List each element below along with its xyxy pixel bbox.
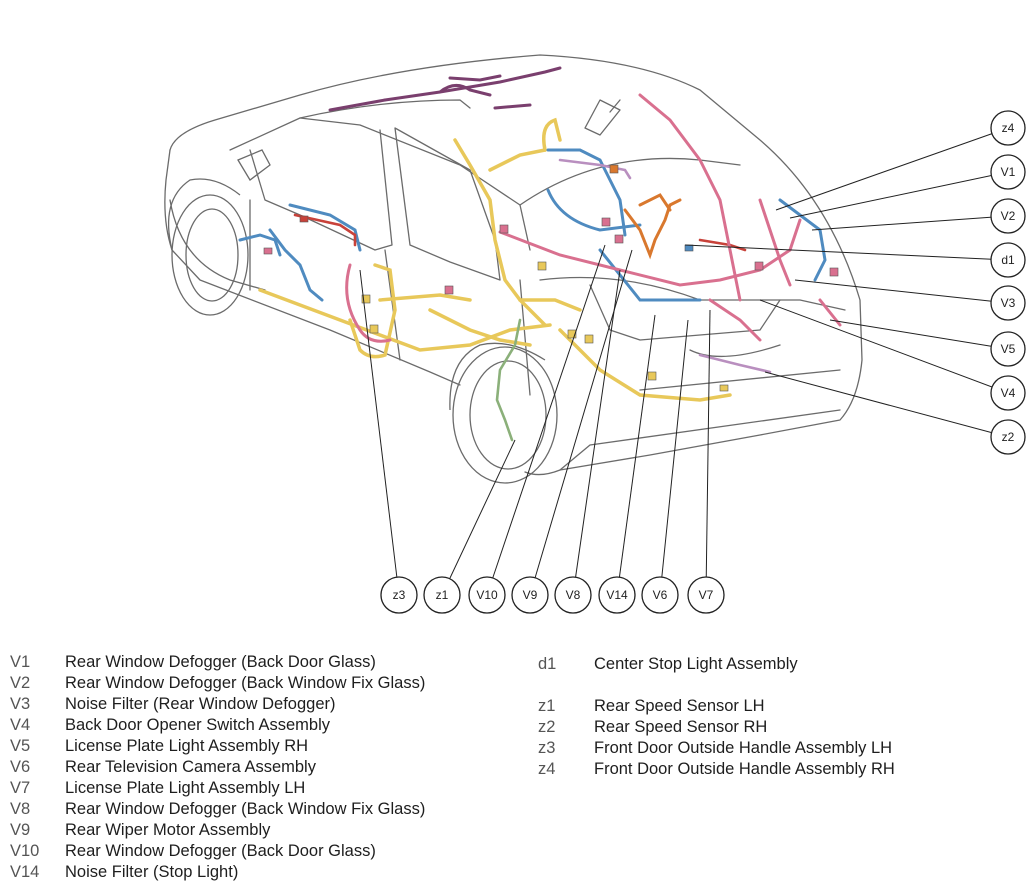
callout-v3-label: V3 [1001, 296, 1016, 310]
door-harness-blue [238, 148, 827, 302]
legend-desc: Rear Window Defogger (Back Window Fix Gl… [65, 674, 426, 692]
legend-code: V8 [10, 800, 31, 818]
legend-code: z4 [538, 760, 556, 778]
legend-desc: Back Door Opener Switch Assembly [65, 716, 331, 734]
callout-v8-label: V8 [566, 588, 581, 602]
callout-v4: V4 [990, 375, 1026, 411]
callout-v1: V1 [990, 154, 1026, 190]
callout-z1-label: z1 [436, 588, 449, 602]
legend-desc: Rear Wiper Motor Assembly [65, 821, 271, 839]
legend-code: V4 [10, 716, 31, 734]
floor-harness-yellow [258, 117, 732, 402]
rear-harness-pink [345, 93, 842, 343]
callout-v5: V5 [990, 331, 1026, 367]
legend-code: V10 [10, 842, 40, 860]
callout-z4-label: z4 [1002, 121, 1015, 135]
legend-code: V3 [10, 695, 31, 713]
callout-v1-label: V1 [1001, 165, 1016, 179]
legend-desc: Rear Window Defogger (Back Window Fix Gl… [65, 800, 426, 818]
callout-v14: V14 [598, 576, 636, 614]
sensor-harness-green [495, 318, 522, 442]
legend-code: z3 [538, 739, 556, 757]
legend-code: V7 [10, 779, 31, 797]
legend-code: V14 [10, 863, 40, 881]
roof-harness [328, 66, 562, 112]
callout-v10-label: V10 [476, 588, 498, 602]
side-mirror [237, 149, 271, 181]
legend-desc: Noise Filter (Rear Window Defogger) [65, 695, 336, 713]
legend-desc: Rear Window Defogger (Back Door Glass) [65, 842, 376, 860]
legend-code: d1 [538, 655, 557, 673]
callout-z4: z4 [990, 110, 1026, 146]
callout-v9-label: V9 [523, 588, 538, 602]
callout-d1: d1 [990, 242, 1026, 278]
front-wheel [167, 178, 249, 316]
legend-desc: Center Stop Light Assembly [594, 655, 798, 673]
legend-code: V1 [10, 653, 31, 671]
legend-desc: Noise Filter (Stop Light) [65, 863, 239, 881]
legend-code: z2 [538, 718, 556, 736]
callout-v14-label: V14 [606, 588, 628, 602]
connector-blocks [263, 164, 839, 392]
trunk-harness-orange [623, 193, 682, 260]
legend-desc: Rear Television Camera Assembly [65, 758, 316, 776]
callout-v6-label: V6 [653, 588, 668, 602]
legend-desc: Rear Window Defogger (Back Door Glass) [65, 653, 376, 671]
callout-v5-label: V5 [1001, 342, 1016, 356]
callout-v8: V8 [554, 576, 592, 614]
callout-z1: z1 [423, 576, 461, 614]
legend-desc: License Plate Light Assembly RH [65, 737, 309, 755]
callout-z2: z2 [990, 419, 1026, 455]
legend-desc: Rear Speed Sensor RH [594, 718, 768, 736]
callout-v10: V10 [468, 576, 506, 614]
callout-z3-label: z3 [393, 588, 406, 602]
callout-v4-label: V4 [1001, 386, 1016, 400]
callout-d1-label: d1 [1001, 253, 1015, 267]
legend-desc: Front Door Outside Handle Assembly LH [594, 739, 893, 757]
callout-v3: V3 [990, 285, 1026, 321]
legend-desc: License Plate Light Assembly LH [65, 779, 306, 797]
callout-v2: V2 [990, 198, 1026, 234]
wiring-harness-diagram: z4 V1 V2 d1 V3 V5 V4 z2 z3 z1 V10 V9 V8 … [164, 54, 1026, 614]
legend-code: V9 [10, 821, 31, 839]
callout-z3: z3 [380, 576, 418, 614]
legend-desc: Front Door Outside Handle Assembly RH [594, 760, 895, 778]
legend-code: V2 [10, 674, 31, 692]
callout-v6: V6 [641, 576, 679, 614]
callout-v2-label: V2 [1001, 209, 1016, 223]
callout-v7-label: V7 [699, 588, 714, 602]
leader-lines [359, 127, 1009, 596]
rear-wheel [449, 342, 558, 484]
callout-v9: V9 [511, 576, 549, 614]
legend-code: V6 [10, 758, 31, 776]
legend-code: z1 [538, 697, 556, 715]
callout-z2-label: z2 [1002, 430, 1015, 444]
callout-v7: V7 [687, 576, 725, 614]
legend-desc: Rear Speed Sensor LH [594, 697, 765, 715]
legend-code: V5 [10, 737, 31, 755]
